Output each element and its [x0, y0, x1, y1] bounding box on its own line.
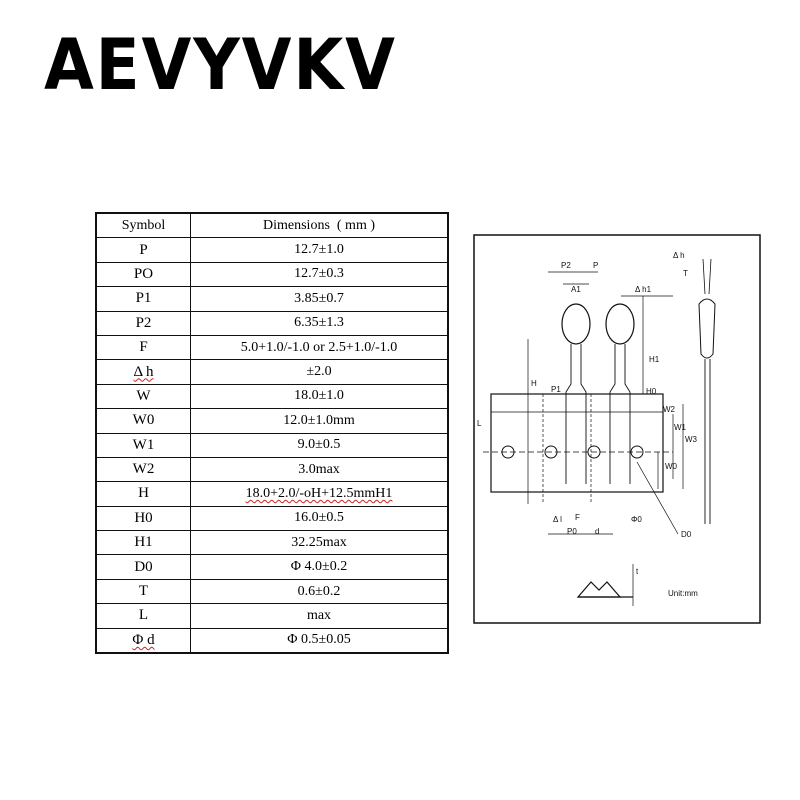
- label-w1: W1: [674, 423, 687, 432]
- label-t: T: [683, 269, 688, 278]
- label-w3: W3: [685, 435, 698, 444]
- symbol-cell: L: [95, 603, 191, 629]
- symbol-cell: H0: [95, 505, 191, 532]
- label-p1: P1: [551, 385, 561, 394]
- dimension-cell: 32.25max: [190, 530, 449, 556]
- label-f: F: [575, 513, 580, 522]
- dimension-cell: ±2.0: [190, 359, 449, 385]
- dimension-cell: 3.0max: [190, 456, 449, 483]
- symbol-cell: H1: [95, 530, 191, 556]
- dimension-cell: Φ 0.5±0.05: [190, 627, 449, 654]
- dimension-cell: 3.85±0.7: [190, 286, 449, 312]
- label-l: L: [477, 419, 482, 428]
- symbol-cell: F: [95, 334, 191, 361]
- symbol-text: Δ h: [133, 363, 154, 380]
- label-p: P: [593, 261, 598, 270]
- label-dl: Δ l: [553, 515, 562, 524]
- label-po: P0: [567, 527, 577, 536]
- symbol-cell: W0: [95, 408, 191, 434]
- symbol-cell: Φ d: [95, 627, 191, 654]
- label-w2: W2: [663, 405, 676, 414]
- label-dh1: Δ h1: [635, 285, 652, 294]
- symbol-cell: T: [95, 578, 191, 605]
- label-unit: Unit:mm: [668, 589, 698, 598]
- dimension-cell: 16.0±0.5: [190, 505, 449, 532]
- sprocket-hole: [544, 445, 558, 459]
- label-p2: P2: [561, 261, 571, 270]
- side-view-leads: [702, 258, 712, 295]
- dimension-cell: 5.0+1.0/-1.0 or 2.5+1.0/-1.0: [190, 334, 449, 361]
- diagram-frame: [473, 234, 761, 624]
- dimension-cell: Φ 4.0±0.2: [190, 554, 449, 580]
- capacitor-body: [605, 303, 635, 345]
- symbol-cell: W1: [95, 432, 191, 458]
- sprocket-hole: [587, 445, 601, 459]
- capacitor-leads: [565, 344, 587, 484]
- side-view-tape: [704, 359, 711, 524]
- label-w0: W0: [665, 462, 678, 471]
- label-phi0: Φ0: [631, 515, 642, 524]
- capacitor-body: [561, 303, 591, 345]
- symbol-cell: PO: [95, 261, 191, 288]
- symbol-cell: P2: [95, 310, 191, 336]
- label-t-small: t: [636, 567, 639, 576]
- label-h: H: [531, 379, 537, 388]
- label-h1: H1: [649, 355, 660, 364]
- table-row: Δ h ±2.0: [95, 359, 449, 385]
- tape-dimension-diagram: P2 P A1 Δ h1 Δ h T H1 H H0 P1 W2 W1 W3 W…: [473, 234, 761, 624]
- symbol-cell: Δ h: [95, 359, 191, 385]
- capacitor-leads: [609, 344, 631, 484]
- dimension-text: 18.0+2.0/-oH+12.5mmH1: [245, 485, 393, 501]
- dimension-cell: 6.35±1.3: [190, 310, 449, 336]
- brand-title: AEVYVKV: [44, 24, 397, 106]
- symbol-cell: D0: [95, 554, 191, 580]
- dimension-cell: max: [190, 603, 449, 629]
- table-row: H 18.0+2.0/-oH+12.5mmH1: [95, 481, 449, 507]
- carrier-tape: [490, 393, 664, 493]
- sprocket-hole: [630, 445, 644, 459]
- side-view-body: [698, 298, 716, 359]
- dimension-cell: 18.0±1.0: [190, 383, 449, 410]
- table-header-row: Symbol Dimensions ( mm ): [95, 212, 449, 239]
- label-d0: D0: [681, 530, 692, 539]
- dimension-cell: 18.0+2.0/-oH+12.5mmH1: [190, 481, 449, 507]
- dimension-cell: 9.0±0.5: [190, 432, 449, 458]
- dimension-cell: 12.7±0.3: [190, 261, 449, 288]
- symbol-header: Symbol: [95, 212, 191, 239]
- table-row: Φ d Φ 0.5±0.05: [95, 627, 449, 654]
- leader-line: [636, 461, 679, 535]
- symbol-cell: P1: [95, 286, 191, 312]
- dimension-cell: 12.7±1.0: [190, 237, 449, 263]
- symbol-cell: H: [95, 481, 191, 507]
- label-h0: H0: [646, 387, 657, 396]
- label-d: d: [595, 527, 599, 536]
- tape-cross-section: [576, 581, 622, 598]
- dimension-cell: 0.6±0.2: [190, 578, 449, 605]
- symbol-cell: W2: [95, 456, 191, 483]
- sprocket-hole: [501, 445, 515, 459]
- symbol-cell: P: [95, 237, 191, 263]
- symbol-cell: W: [95, 383, 191, 410]
- symbol-text: Φ d: [132, 631, 155, 648]
- dimension-cell: 12.0±1.0mm: [190, 408, 449, 434]
- label-dh: Δ h: [673, 251, 685, 260]
- label-a1: A1: [571, 285, 581, 294]
- dimensions-header: Dimensions ( mm ): [190, 212, 449, 239]
